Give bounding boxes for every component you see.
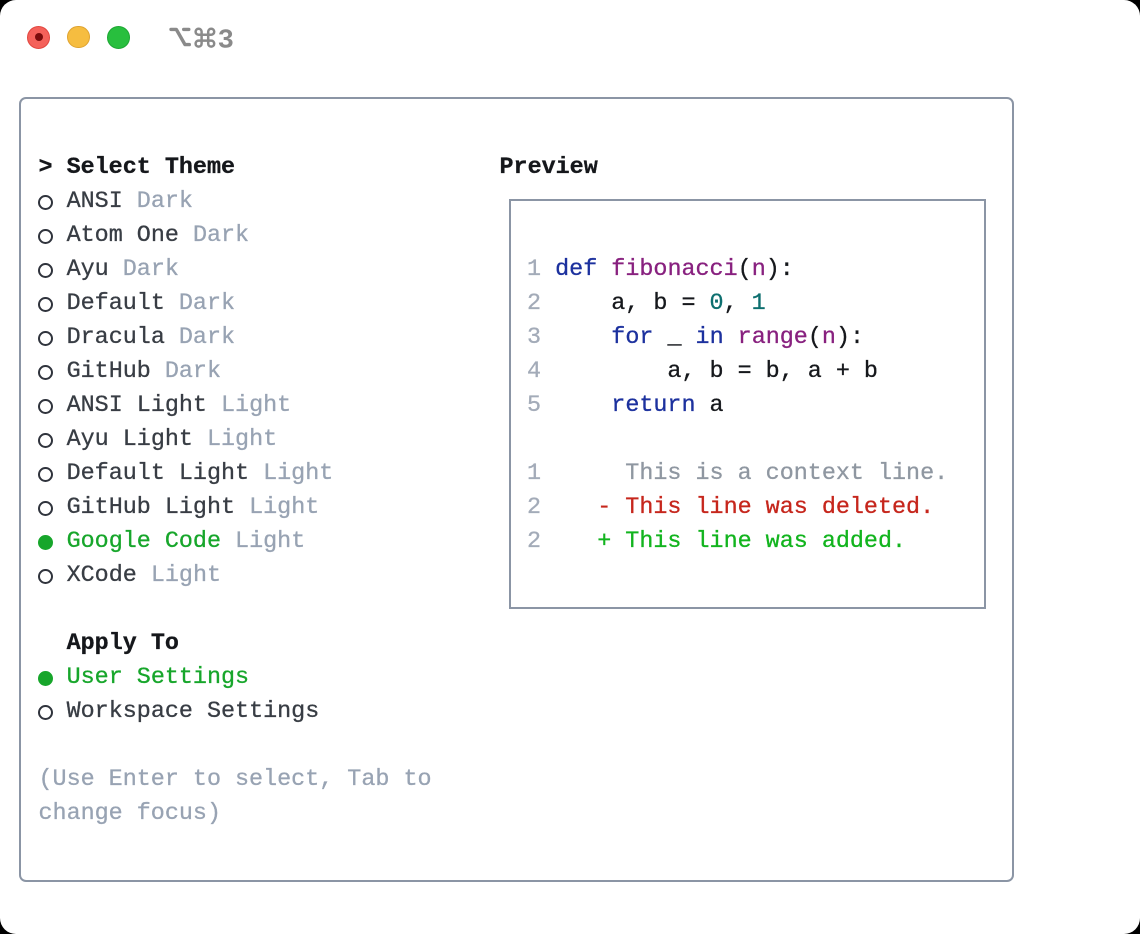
svg-text:3: 3 [218,25,234,56]
